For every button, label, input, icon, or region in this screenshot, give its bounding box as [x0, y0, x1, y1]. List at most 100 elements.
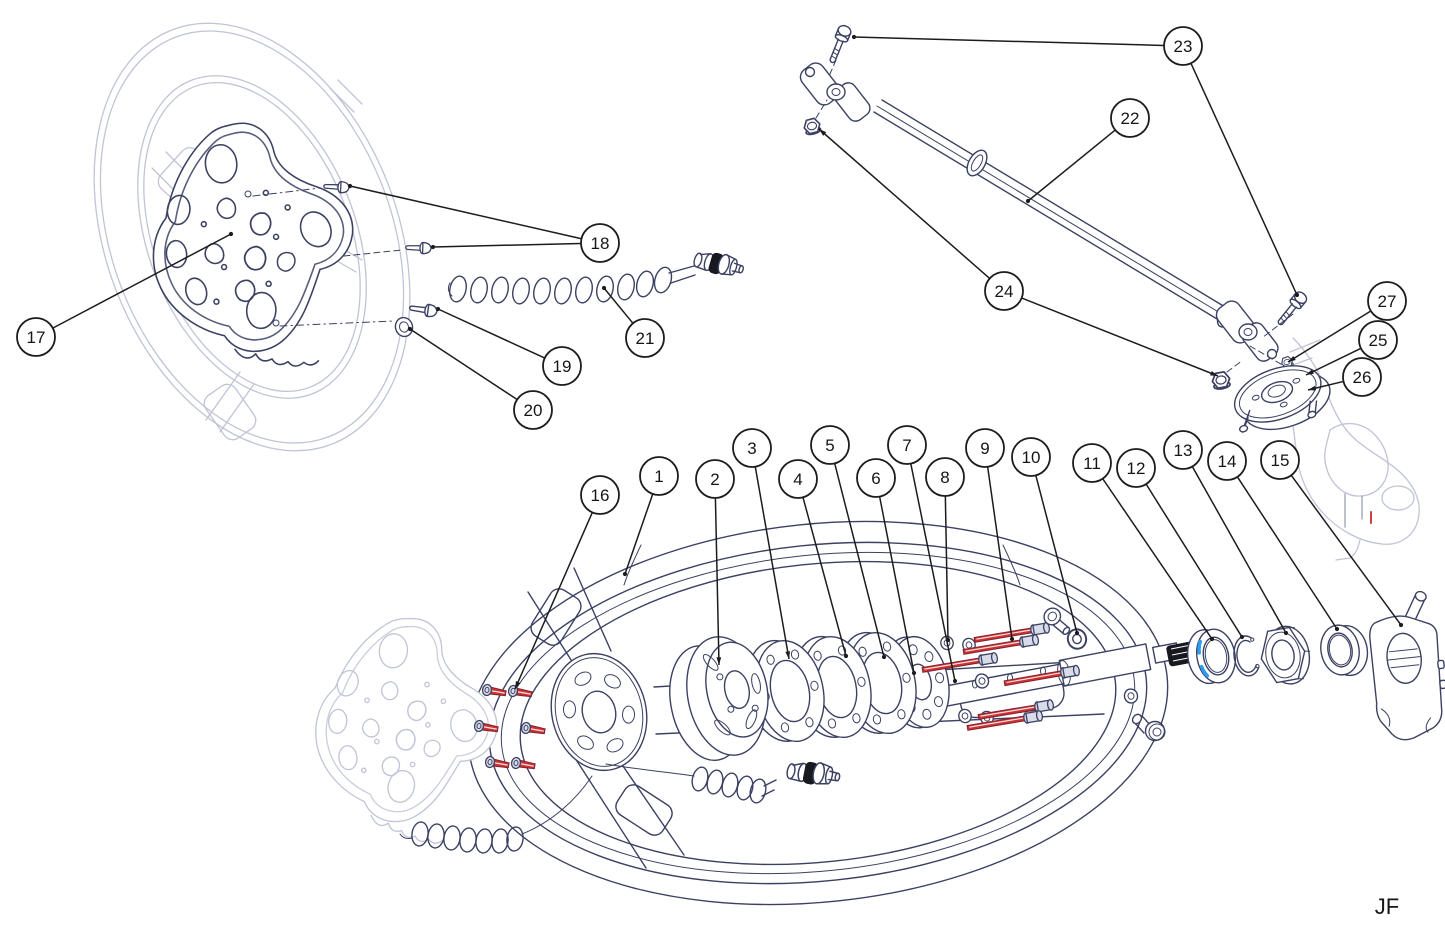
callout-6: 6 — [856, 458, 896, 498]
callout-26: 26 — [1342, 357, 1382, 397]
leader-dot-12 — [1239, 634, 1245, 640]
grommet-ring-20 — [394, 316, 414, 338]
shaft-hardware — [920, 607, 1166, 742]
leader-line-22 — [1027, 129, 1116, 202]
leader-dot-17 — [228, 231, 234, 237]
leader-dot-18 — [430, 244, 436, 250]
leader-line-20 — [409, 328, 518, 400]
socket-bolt-lower — [1131, 713, 1166, 742]
clamp-nut-upper — [801, 116, 823, 137]
callout-7: 7 — [887, 425, 927, 465]
leader-line-18 — [349, 185, 582, 240]
leader-dot-13 — [1283, 630, 1289, 636]
coiled-cable-bottom — [605, 756, 843, 804]
svg-text:5: 5 — [825, 436, 834, 455]
leader-line-2 — [714, 498, 720, 666]
leader-dot-6 — [911, 670, 917, 676]
leader-line-14 — [1237, 476, 1338, 630]
callout-10: 10 — [1011, 437, 1051, 477]
svg-text:6: 6 — [871, 469, 880, 488]
bearing-flange-plate — [1233, 365, 1331, 433]
svg-text:21: 21 — [636, 329, 655, 348]
callout-16: 16 — [580, 475, 620, 515]
svg-text:15: 15 — [1271, 451, 1290, 470]
leader-dot-15 — [1398, 622, 1404, 628]
leader-line-24 — [1021, 297, 1219, 377]
callout-12: 12 — [1116, 448, 1156, 488]
callout-13: 13 — [1163, 430, 1203, 470]
svg-text:4: 4 — [793, 470, 802, 489]
callout-5: 5 — [810, 425, 850, 465]
callout-21: 21 — [625, 318, 665, 358]
steering-wheel-ghost-top — [93, 22, 411, 452]
callout-18: 18 — [580, 223, 620, 263]
callout-20: 20 — [513, 390, 553, 430]
leader-line-19 — [437, 308, 545, 359]
leader-line-9 — [986, 467, 1013, 640]
svg-text:22: 22 — [1121, 109, 1140, 128]
leader-line-5 — [834, 463, 885, 658]
leader-arrow-27 — [1288, 355, 1296, 362]
leader-line-11 — [1102, 478, 1213, 640]
svg-text:24: 24 — [995, 282, 1014, 301]
leader-dot-23 — [1294, 292, 1300, 298]
svg-text:1: 1 — [654, 467, 663, 486]
leader-dot-5 — [881, 654, 887, 660]
svg-text:26: 26 — [1353, 368, 1372, 387]
leader-dot-1 — [622, 571, 628, 577]
svg-text:3: 3 — [747, 439, 756, 458]
leader-line-10 — [1035, 475, 1078, 634]
socket-bolt-upper — [1043, 607, 1071, 636]
plate-mount-bolts — [252, 180, 439, 338]
clamp-bolt-upper — [825, 23, 854, 66]
mount-bolt-18b — [404, 241, 432, 255]
leader-line-4 — [802, 497, 847, 657]
leader-line-21 — [603, 287, 634, 324]
leader-arrow-3 — [785, 651, 791, 659]
leader-line-3 — [754, 467, 790, 660]
svg-text:9: 9 — [980, 439, 989, 458]
leader-line-18 — [432, 242, 581, 248]
callout-3: 3 — [732, 428, 772, 468]
leader-dot-8 — [945, 637, 951, 643]
svg-text:23: 23 — [1174, 37, 1193, 56]
leader-line-12 — [1145, 484, 1243, 638]
leader-line-24 — [818, 128, 990, 279]
leader-line-8 — [944, 496, 949, 641]
column-mount-housing — [1369, 590, 1445, 741]
leader-dot-10 — [1074, 630, 1080, 636]
svg-text:17: 17 — [27, 328, 46, 347]
author-initials: JF — [1375, 894, 1399, 919]
callout-11: 11 — [1072, 443, 1112, 483]
callout-19: 19 — [542, 346, 582, 386]
horn-screw-19 — [408, 301, 439, 319]
svg-text:20: 20 — [524, 401, 543, 420]
callout-15: 15 — [1260, 440, 1300, 480]
shaft-bearing — [1186, 628, 1236, 685]
u-joint-lower — [1215, 300, 1279, 362]
callout-2: 2 — [695, 459, 735, 499]
callout-17: 17 — [16, 317, 56, 357]
leader-line-16 — [514, 512, 593, 690]
collar-nut — [1260, 625, 1311, 685]
svg-text:7: 7 — [902, 436, 911, 455]
callout-9: 9 — [965, 428, 1005, 468]
leader-line-6 — [878, 496, 915, 674]
svg-text:12: 12 — [1127, 459, 1146, 478]
leader-dot-4 — [843, 653, 849, 659]
svg-text:10: 10 — [1022, 448, 1041, 467]
quick-release-hub — [669, 636, 769, 762]
leader-line-23 — [1190, 63, 1298, 296]
svg-text:14: 14 — [1218, 452, 1237, 471]
callout-22: 22 — [1110, 98, 1150, 138]
leader-arrow-26 — [1308, 385, 1316, 391]
leader-dot-22 — [1025, 198, 1031, 204]
leader-dot-14 — [1334, 626, 1340, 632]
column-shaft — [873, 99, 1241, 329]
callout-8: 8 — [925, 457, 965, 497]
leader-line-1 — [624, 494, 654, 575]
leader-dot-18 — [347, 183, 353, 189]
svg-text:27: 27 — [1378, 292, 1397, 311]
